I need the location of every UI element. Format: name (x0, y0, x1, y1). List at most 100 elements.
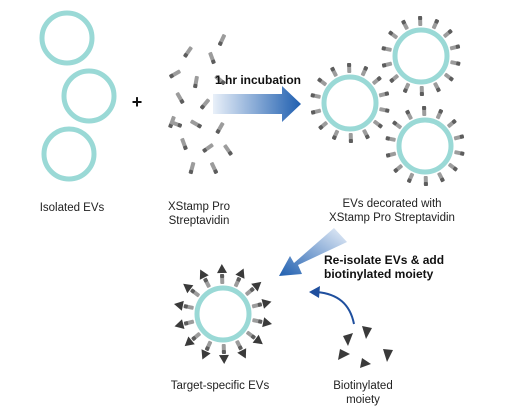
decorated-evs-group (310, 15, 465, 187)
stamp-tip (169, 73, 174, 79)
decorated-ev-icon (310, 62, 390, 144)
stamp-tip (203, 277, 209, 283)
stamp-tip (258, 319, 263, 324)
stamp-tip (460, 151, 465, 156)
stamp-tip (402, 88, 408, 93)
stamp-tip (418, 15, 423, 21)
stamp-tip (191, 336, 197, 341)
stamp-tip (202, 147, 208, 153)
surface-stamp-icon (378, 91, 390, 98)
stamp-tip (183, 145, 188, 151)
stamp-tip (406, 178, 412, 183)
stamp-tip (193, 83, 198, 89)
bound-moiety-icon (174, 319, 185, 329)
surface-stamp-icon (406, 172, 415, 183)
surface-stamp-icon (454, 150, 465, 156)
surface-stamp-icon (347, 62, 352, 74)
stamp-tip (183, 304, 188, 309)
stamp-tip (177, 123, 183, 128)
curved-arrow-head-icon (309, 286, 320, 298)
surface-stamp-icon (310, 108, 322, 115)
bound-moiety-icon (261, 299, 272, 309)
stamp-tip (200, 104, 205, 110)
decorated-evs-label: EVs decorated with XStamp Pro Streptavid… (329, 198, 455, 224)
stamp-tip (423, 181, 428, 187)
moiety-triangle-icon (362, 326, 372, 339)
streptavidin-stamp-icon (202, 143, 214, 153)
stamp-tip (392, 120, 398, 126)
surface-stamp-icon (184, 332, 201, 347)
surface-stamp-icon (405, 109, 413, 120)
xstamp-label: XStamp Pro Streptavidin (168, 201, 230, 227)
surface-stamp-icon (402, 82, 411, 93)
reisolate-arrow-icon (279, 228, 347, 276)
surface-stamp-icon (245, 281, 262, 296)
stamp-tip (434, 19, 440, 24)
incubation-arrow-icon (213, 86, 301, 122)
streptavidin-stamp-icon (190, 119, 202, 129)
bound-moiety-icon (251, 281, 262, 292)
surface-stamp-icon (310, 93, 321, 99)
stamp-tip (385, 153, 391, 158)
surface-stamp-icon (362, 129, 370, 140)
stamp-tip (405, 109, 411, 115)
surface-stamp-icon (252, 317, 272, 328)
stamp-tip (389, 78, 395, 83)
stamp-tip (385, 136, 390, 141)
surface-stamp-icon (385, 151, 397, 158)
stamp-tip (217, 41, 223, 46)
isolated-evs-label: Isolated EVs (39, 202, 105, 214)
stamp-tip (310, 110, 316, 115)
surface-stamp-icon (388, 30, 398, 40)
surface-stamp-icon (453, 134, 465, 141)
surface-stamp-icon (385, 136, 396, 142)
surface-stamp-icon (246, 330, 263, 345)
stamp-tip (188, 169, 194, 175)
bound-moiety-icon (218, 354, 229, 364)
incubation-label: 1 hr incubation (215, 73, 301, 87)
stamp-tip (439, 177, 445, 183)
stamp-tip (190, 288, 196, 294)
surface-stamp-icon (379, 107, 390, 113)
stamp-tip (179, 99, 185, 104)
decorated-ev-icon (174, 264, 272, 364)
streptavidin-stamp-icon (188, 161, 196, 175)
surface-stamp-icon (443, 29, 453, 38)
surface-stamp-icon (360, 66, 369, 77)
surface-stamp-icon (422, 105, 427, 117)
moiety-triangle-icon (360, 358, 371, 368)
stamp-tip (331, 135, 337, 140)
stamp-tip (220, 273, 225, 279)
surface-stamp-icon (251, 299, 272, 309)
surface-stamp-icon (437, 172, 445, 183)
stamp-tip (455, 44, 461, 49)
streptavidin-stamp-icon (169, 120, 183, 128)
bound-moiety-icon (183, 283, 194, 294)
stamp-tip (419, 91, 424, 97)
streptavidin-stamp-icon (180, 137, 188, 151)
surface-stamp-icon (201, 340, 213, 360)
stamp-tip (448, 76, 454, 82)
stamp-tip (183, 321, 189, 326)
ev-membrane-icon (321, 74, 379, 132)
stamp-tip (364, 134, 370, 140)
plus-sign: + (132, 92, 143, 112)
streptavidin-stamp-icon (193, 75, 199, 89)
surface-stamp-icon (331, 129, 340, 140)
target-specific-evs-label: Target-specific EVs (170, 380, 270, 392)
surface-stamp-icon (450, 60, 461, 66)
surface-stamp-icon (392, 120, 402, 130)
stamp-tip (227, 150, 233, 156)
surface-stamp-icon (419, 85, 424, 97)
surface-stamp-icon (431, 19, 440, 30)
bound-moiety-icon (235, 268, 245, 279)
stamp-tip (348, 138, 353, 144)
decorated-ev-icon (381, 15, 461, 97)
streptavidin-stamp-icon (217, 34, 227, 46)
surface-stamp-icon (233, 268, 245, 288)
stamp-tip (456, 61, 461, 66)
surface-stamp-icon (174, 300, 194, 311)
surface-stamp-icon (389, 74, 399, 83)
bound-moiety-icon (262, 317, 272, 328)
target-specific-ev-group (174, 264, 272, 364)
